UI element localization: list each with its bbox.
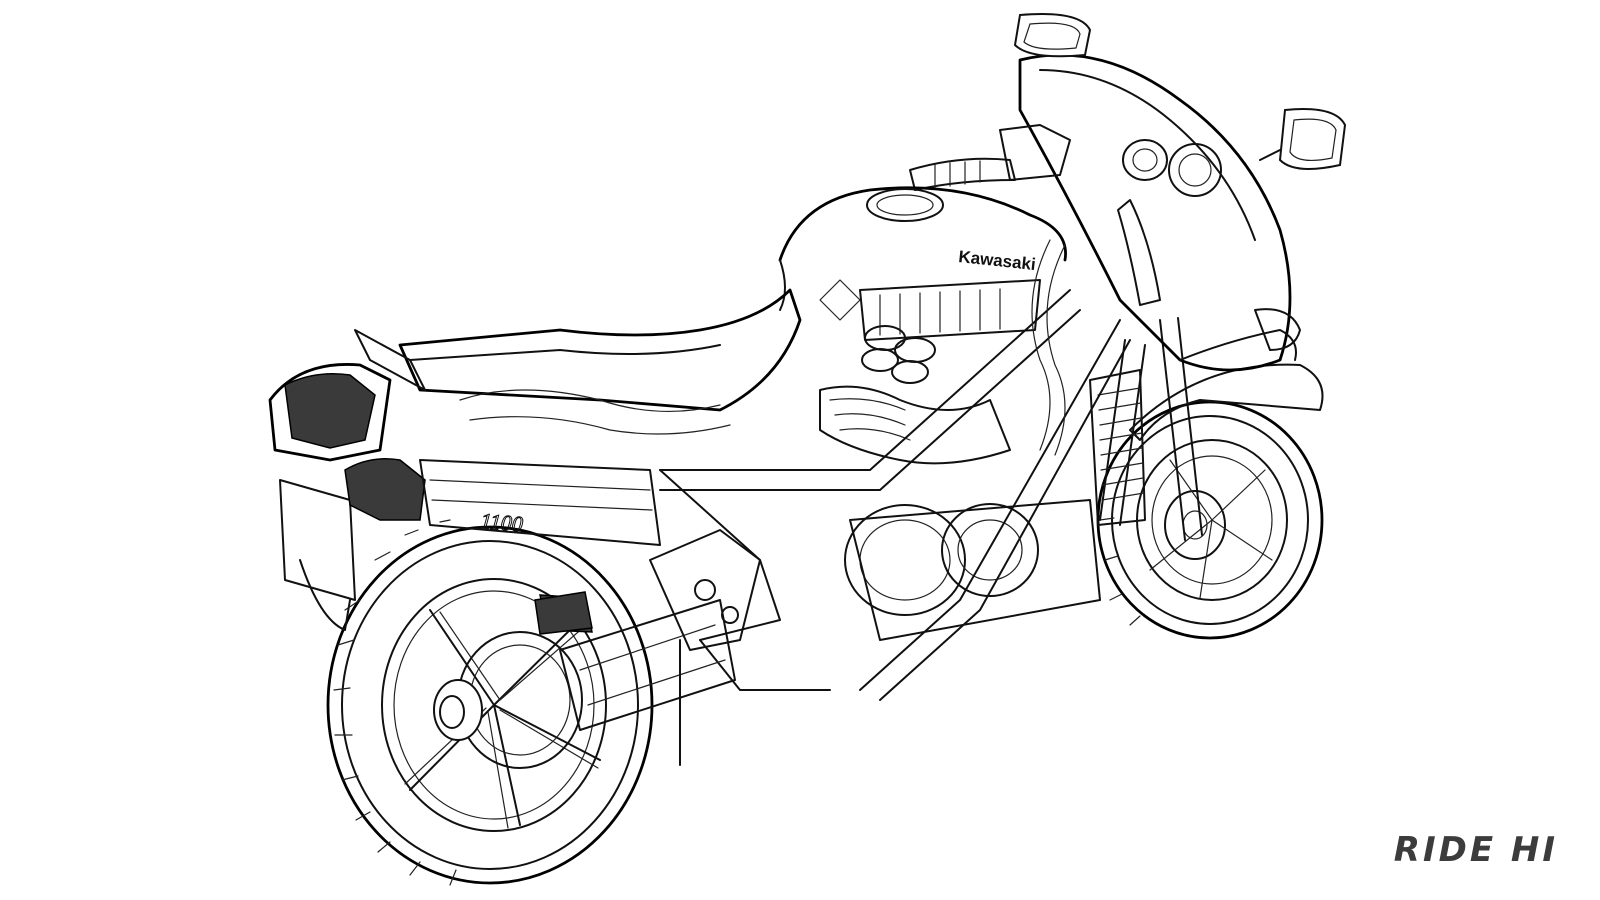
- muffler-and-side-cover: 1100: [344, 458, 661, 546]
- front-wheel: [1096, 400, 1324, 640]
- engine-cutaway: [819, 279, 1101, 641]
- watermark-logo: RIDE HI: [1393, 830, 1558, 870]
- fuel-tank: Kawasaki: [778, 186, 1067, 311]
- left-mirror: [1013, 13, 1092, 58]
- wiring-details: [459, 239, 1066, 456]
- tank-brand-label: Kawasaki: [958, 247, 1037, 274]
- frame: [659, 289, 1131, 701]
- handlebars-and-gauges: [909, 124, 1222, 306]
- tail-section: [268, 329, 426, 631]
- right-mirror: [1259, 108, 1347, 170]
- radiator: [1089, 369, 1146, 526]
- swingarm: [534, 591, 736, 766]
- footpeg-bracket: [649, 529, 761, 651]
- front-fork-and-fender: [1099, 317, 1324, 541]
- front-fairing: [1018, 53, 1301, 372]
- seat: [398, 288, 802, 412]
- rear-wheel: [326, 519, 654, 886]
- side-cover-label: 1100: [480, 508, 524, 537]
